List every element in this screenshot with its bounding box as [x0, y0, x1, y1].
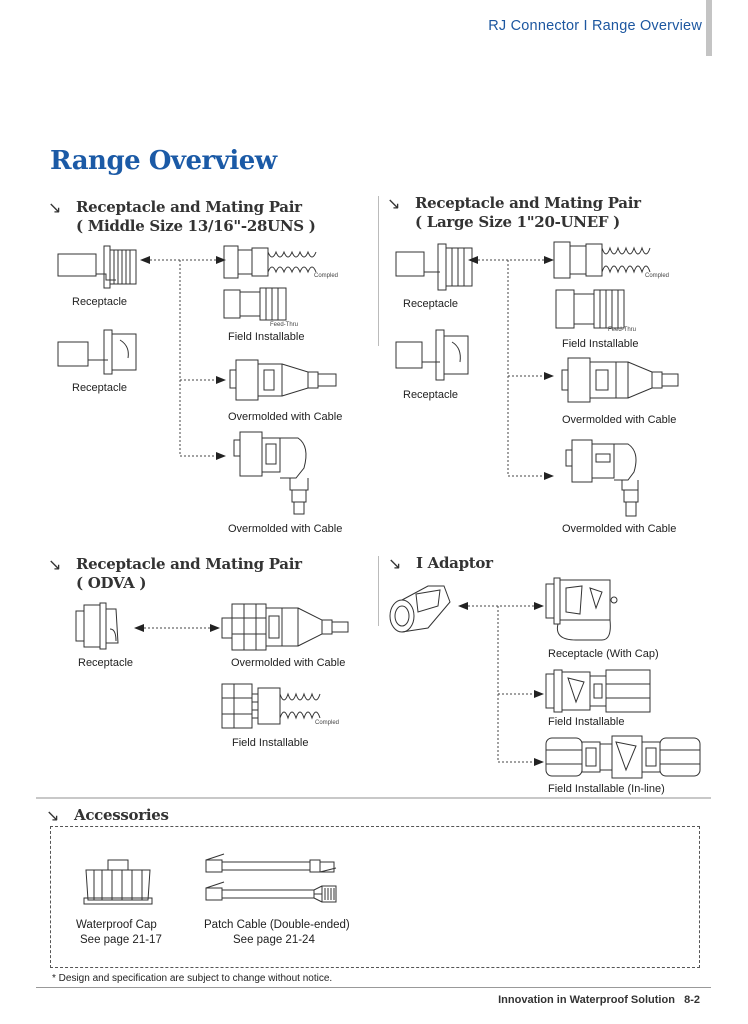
adaptor-connector-lines: [458, 602, 544, 766]
mating-label: Overmolded with Cable: [562, 414, 677, 426]
column-divider: [378, 556, 379, 626]
section-title-i-adaptor: ↘ I Adaptor: [388, 554, 493, 573]
receptacle-label: Receptacle: [72, 382, 128, 394]
accessories-box: [50, 826, 700, 968]
mating-label: Field Installable (In-line): [548, 783, 665, 795]
adaptor-field-installable-drawing: [545, 669, 651, 713]
overmolded-straight-plug-drawing: [561, 357, 679, 403]
receptacle-drawing-large-2: [395, 329, 469, 381]
section-title-line1: Receptacle and Mating Pair: [76, 198, 302, 216]
section-arrow-icon: ↘: [48, 555, 62, 574]
variant-tag: Compled: [315, 720, 340, 726]
column-divider: [378, 196, 379, 346]
variant-tag: Feed-Thru: [608, 327, 637, 333]
section-title-line1: Receptacle and Mating Pair: [76, 555, 302, 573]
feed-thru-plug-drawing: [555, 289, 625, 329]
page-footer: Innovation in Waterproof Solution 8-2: [498, 994, 700, 1006]
odva-mating-arrow: [134, 624, 220, 632]
mating-connector-lines-large: [468, 256, 554, 480]
compled-plug-drawing: [223, 245, 317, 279]
section-title-line1: Accessories: [74, 806, 169, 824]
section-arrow-icon: ↘: [46, 806, 60, 825]
patch-cable-drawing: [205, 853, 337, 903]
mating-label: Field Installable: [232, 737, 309, 749]
receptacle-label: Receptacle: [403, 298, 459, 310]
section-divider: [36, 797, 711, 799]
mating-label: Field Installable: [228, 331, 305, 343]
receptacle-drawing-middle-1: [57, 245, 137, 289]
odva-receptacle-drawing: [75, 602, 119, 650]
receptacle-drawing-large-1: [395, 243, 473, 291]
running-header: RJ Connector I Range Overview: [488, 18, 702, 34]
mating-label: Receptacle (With Cap): [548, 648, 659, 660]
page-title: Range Overview: [50, 146, 277, 176]
mating-label: Overmolded with Cable: [228, 523, 343, 535]
receptacle-label: Receptacle: [78, 657, 134, 669]
i-adaptor-drawing: [389, 585, 451, 633]
variant-tag: Feed-Thru: [270, 322, 299, 328]
receptacle-drawing-middle-2: [57, 329, 137, 375]
waterproof-cap-drawing: [83, 859, 153, 905]
section-arrow-icon: ↘: [48, 198, 62, 217]
mating-label: Overmolded with Cable: [228, 411, 343, 423]
overmolded-straight-plug-drawing: [229, 359, 337, 401]
compled-plug-drawing: [553, 241, 651, 279]
footer-tagline: Innovation in Waterproof Solution: [498, 994, 675, 1006]
mating-label: Overmolded with Cable: [231, 657, 346, 669]
overmolded-angled-plug-drawing: [565, 439, 639, 517]
accessory-page-link[interactable]: See page 21-17: [80, 934, 162, 946]
section-title-line2: ( Middle Size 13/16"-28UNS ): [76, 217, 316, 235]
mating-label: Overmolded with Cable: [562, 523, 677, 535]
odva-overmolded-plug-drawing: [221, 603, 349, 651]
mating-label: Field Installable: [548, 716, 625, 728]
feed-thru-plug-drawing: [223, 287, 287, 321]
section-title-line1: I Adaptor: [416, 554, 493, 572]
receptacle-with-cap-drawing: [545, 577, 618, 641]
mating-label: Field Installable: [562, 338, 639, 350]
section-title-middle-size: ↘ Receptacle and Mating Pair ( Middle Si…: [48, 198, 316, 236]
overmolded-angled-plug-drawing: [233, 431, 309, 515]
section-title-line2: ( Large Size 1"20-UNEF ): [415, 213, 620, 231]
variant-tag: Compled: [645, 273, 670, 279]
header-tab-bar: [706, 0, 712, 56]
section-title-accessories: ↘ Accessories: [46, 806, 169, 825]
accessory-name: Waterproof Cap: [76, 919, 157, 931]
variant-tag: Compled: [314, 273, 339, 279]
section-arrow-icon: ↘: [388, 554, 402, 573]
footer-divider: [36, 987, 711, 988]
section-title-line2: ( ODVA ): [76, 574, 147, 592]
accessory-name: Patch Cable (Double-ended): [204, 919, 350, 931]
section-title-large-size: ↘ Receptacle and Mating Pair ( Large Siz…: [387, 194, 641, 232]
section-arrow-icon: ↘: [387, 194, 401, 213]
receptacle-label: Receptacle: [403, 389, 459, 401]
accessory-page-link[interactable]: See page 21-24: [233, 934, 315, 946]
adaptor-in-line-drawing: [545, 735, 701, 779]
mating-connector-lines-middle: [140, 256, 226, 460]
page-number: 8-2: [684, 994, 700, 1006]
receptacle-label: Receptacle: [72, 296, 128, 308]
section-title-line1: Receptacle and Mating Pair: [415, 194, 641, 212]
odva-field-installable-drawing: [221, 683, 321, 729]
disclaimer-note: * Design and specification are subject t…: [52, 973, 333, 984]
section-title-odva: ↘ Receptacle and Mating Pair ( ODVA ): [48, 555, 302, 593]
